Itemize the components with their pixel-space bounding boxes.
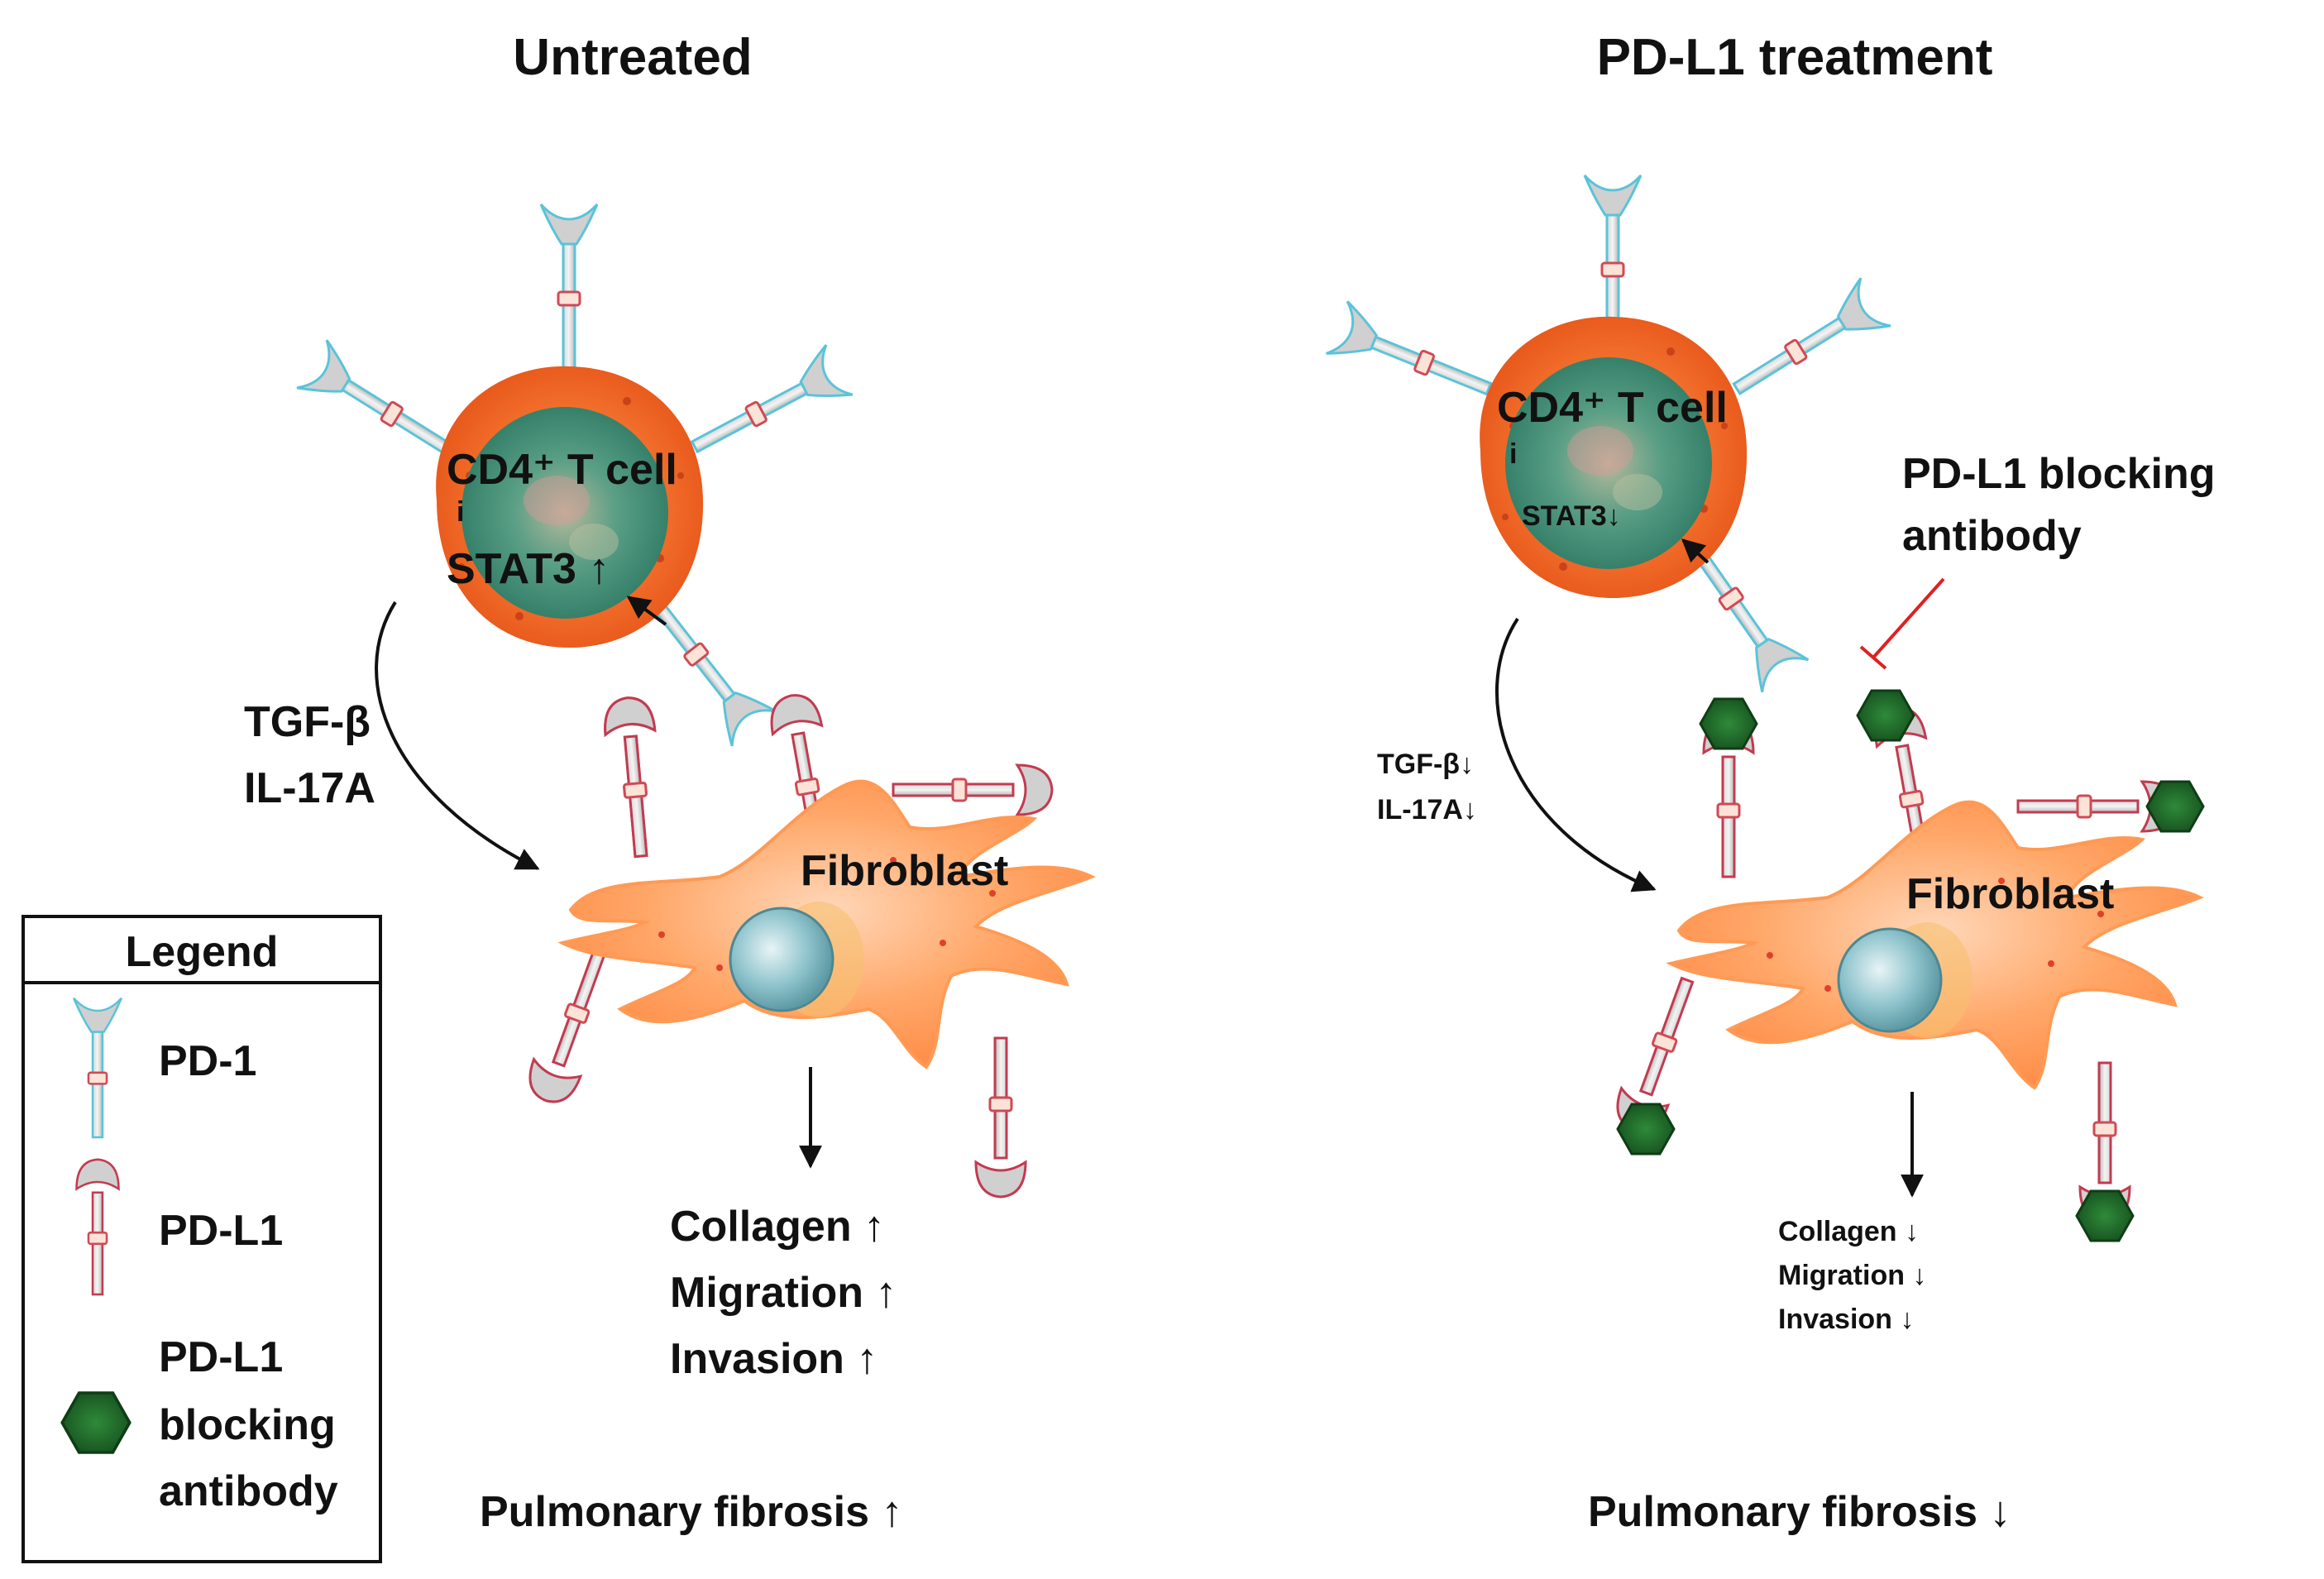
left-result: Pulmonary fibrosis ↑ [480, 1488, 902, 1536]
left-stat3-label: STAT3 ↑ [447, 545, 610, 593]
right-result: Pulmonary fibrosis ↓ [1588, 1488, 2011, 1536]
right-fibroblast-label: Fibroblast [1906, 870, 2114, 918]
legend-label-pdl1: PD-L1 [159, 1207, 283, 1255]
pdl1-ligand-icon [600, 694, 667, 860]
pd1-receptor-icon [539, 203, 599, 370]
pd1-receptor-icon [680, 343, 854, 473]
legend-box: Legend PD-1 PD-L1 PD-L1 blocking antibod… [22, 915, 382, 1563]
blocking-label-line-1: PD-L1 blocking [1902, 450, 2215, 498]
pd1-receptor-icon [1325, 299, 1501, 417]
left-outcome-1: Collagen ↑ [670, 1203, 885, 1251]
left-signal-arrow [626, 596, 667, 626]
pdl1-ligand-icon [974, 1036, 1027, 1199]
legend-label-antibody-3: antibody [159, 1467, 338, 1515]
pdl1-ligand-icon [520, 941, 624, 1111]
left-tcell [436, 366, 704, 648]
inhibition-mark [1859, 577, 1945, 670]
right-tcell-label: CD4⁺ T cell [1497, 384, 1728, 432]
left-panel-title: Untreated [513, 29, 752, 86]
right-tcell-marker: i [1509, 438, 1517, 470]
antibody-hexagon-icon [1856, 689, 1915, 742]
blocking-label-line-2: antibody [1902, 512, 2082, 560]
antibody-hexagon-icon [1699, 697, 1758, 750]
left-cytokine-arrow [375, 600, 540, 870]
right-cytokine-1: TGF-β↓ [1377, 749, 1474, 780]
left-fibroblast-label: Fibroblast [801, 847, 1008, 895]
pdl1-ligand-icon [892, 763, 1054, 816]
antibody-hexagon-icon [60, 1391, 132, 1454]
left-outcome-3: Invasion ↑ [670, 1335, 877, 1383]
right-outcome-3: Invasion ↓ [1778, 1304, 1914, 1335]
left-cytokine-1: TGF-β [244, 698, 371, 746]
antibody-hexagon-icon [2145, 780, 2205, 833]
left-tcell-label: CD4⁺ T cell [447, 446, 677, 494]
right-signal-arrow [1681, 538, 1710, 564]
left-cytokine-2: IL-17A [244, 764, 375, 812]
left-outcome-2: Migration ↑ [670, 1269, 897, 1317]
right-tcell [1480, 316, 1748, 599]
antibody-hexagon-icon [1616, 1103, 1676, 1156]
legend-label-antibody-1: PD-L1 [159, 1333, 283, 1381]
legend-label-pd1: PD-1 [159, 1037, 256, 1085]
right-stat3-label: STAT3↓ [1522, 500, 1621, 532]
pd1-receptor-icon [1720, 276, 1892, 414]
right-panel-title: PD-L1 treatment [1597, 29, 1993, 86]
right-cytokine-arrow [1494, 617, 1657, 892]
left-tcell-marker: i [457, 496, 464, 528]
pd1-receptor-icon [1583, 174, 1643, 341]
legend-label-antibody-2: blocking [159, 1401, 336, 1449]
right-fibroblast [1669, 800, 2202, 1089]
antibody-hexagon-icon [2075, 1189, 2135, 1242]
right-outcome-2: Migration ↓ [1778, 1260, 1926, 1291]
right-cytokine-2: IL-17A↓ [1377, 794, 1477, 825]
right-outcome-1: Collagen ↓ [1778, 1216, 1919, 1247]
legend-title: Legend [126, 928, 279, 976]
